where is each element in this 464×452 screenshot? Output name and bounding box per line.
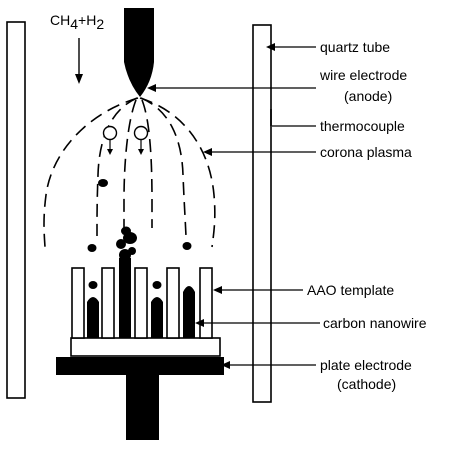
arrowhead — [213, 286, 222, 294]
ion-arrow-left-head — [107, 149, 113, 155]
carbon-droplet — [128, 247, 136, 255]
ion-bubble-right — [133, 125, 149, 141]
carbon-droplet — [123, 232, 137, 244]
gas-inlet-label: CH4+H2 — [50, 12, 104, 32]
carbon-droplet — [88, 281, 98, 289]
quartz-tube-right-wall — [252, 24, 272, 403]
ion-arrow-right-head — [138, 149, 144, 155]
carbon-droplet — [182, 242, 192, 250]
carbon-nanowire-label: carbon nanowire — [323, 315, 427, 331]
plate-electrode-cathode — [56, 357, 224, 375]
carbon-nanowires — [87, 258, 195, 338]
carbon-droplet — [116, 239, 126, 249]
arrowhead — [147, 84, 156, 92]
quartz-tube-label: quartz tube — [320, 39, 390, 55]
arrowhead — [266, 43, 275, 51]
aao-template-walls — [71, 267, 213, 339]
aao-wall — [134, 267, 148, 339]
cathode-stem — [126, 375, 159, 440]
ion-bubble-left — [102, 125, 118, 141]
carbon-nanowire — [119, 258, 131, 338]
corona-plasma-field-lines — [43, 97, 216, 248]
quartz-tube-left-wall — [6, 21, 26, 399]
arrowhead — [221, 361, 230, 369]
annotation-arrowheads — [147, 43, 275, 369]
field-line-inner-left — [96, 97, 138, 237]
aao-wall — [166, 267, 180, 339]
aao-wall — [101, 267, 115, 339]
ion-particles — [102, 125, 149, 155]
carbon-nanowire — [87, 297, 99, 338]
aao-template-base — [70, 337, 221, 357]
corona-plasma-label: corona plasma — [320, 144, 412, 160]
plate-electrode-label: plate electrode — [320, 357, 412, 373]
field-line-outer-right — [139, 97, 216, 248]
field-line-center-left — [123, 99, 137, 228]
thermocouple-label: thermocouple — [320, 118, 405, 134]
arrowhead — [203, 148, 212, 156]
aao-wall — [71, 267, 85, 339]
carbon-droplet — [98, 179, 108, 187]
field-line-outer-left — [43, 97, 139, 248]
carbon-nanowire — [151, 297, 163, 338]
carbon-droplet — [87, 244, 97, 252]
wire-electrode-anode — [124, 8, 154, 97]
carbon-droplet — [152, 281, 162, 289]
aao-template-label: AAO template — [307, 282, 394, 298]
anode-label: (anode) — [344, 88, 392, 104]
field-line-inner-right — [140, 97, 187, 237]
arrowhead — [195, 319, 204, 327]
annotation-arrows — [152, 46, 320, 366]
carbon-nanowire — [183, 286, 195, 338]
carbon-droplets — [87, 179, 192, 261]
gas-flow-arrow-head — [75, 74, 83, 84]
wire-electrode-label: wire electrode — [319, 67, 407, 83]
cathode-label: (cathode) — [337, 376, 396, 392]
aao-wall — [199, 267, 213, 339]
field-line-center-right — [141, 99, 153, 228]
